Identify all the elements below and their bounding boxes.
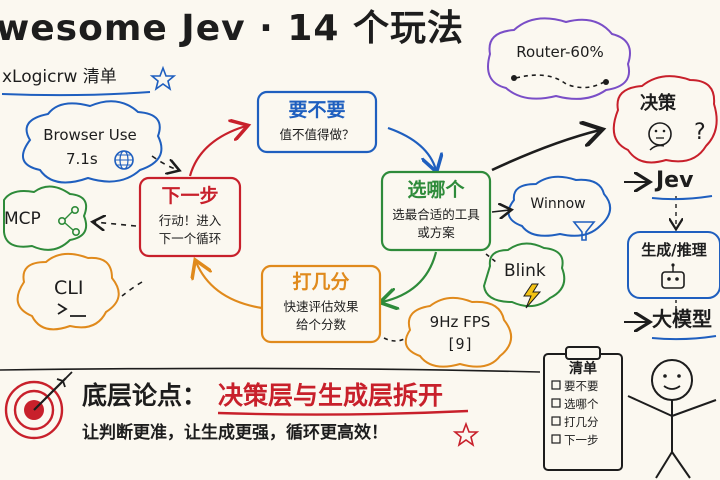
box-right-sub1: 选最合适的工具 — [392, 207, 480, 222]
clipboard-item: 下一步 — [564, 433, 599, 447]
network-icon — [57, 206, 81, 237]
funnel-icon — [572, 221, 596, 241]
connector-winnow — [491, 210, 510, 212]
arrow-left-to-top — [188, 126, 246, 177]
statement-underline — [217, 409, 469, 416]
cloud-decision-label: 决策 — [640, 93, 676, 114]
box-top-sub: 值不值得做？ — [279, 127, 355, 142]
cloud-fps-title: 9Hz FPS — [429, 313, 491, 331]
cloud-winnow-label: Winnow — [530, 196, 586, 212]
page-subtitle: xLogicrw 清单 — [2, 67, 117, 87]
clipboard-title: 清单 — [569, 361, 597, 377]
arrow-right-to-bottom — [382, 251, 438, 302]
connector-fps — [383, 337, 407, 342]
box-top-title: 要不要 — [288, 99, 346, 121]
connector-mcp — [94, 222, 137, 226]
terminal-icon — [57, 303, 86, 317]
cloud-router — [487, 17, 631, 100]
question-mark-icon: ? — [694, 120, 706, 145]
cloud-cli-label: CLI — [54, 277, 84, 299]
cloud-browser-time: 7.1s — [66, 150, 98, 168]
footer-star-icon — [452, 421, 480, 447]
page-title: wesome Jev · 14 个玩法 — [0, 8, 464, 49]
target-icon — [4, 371, 73, 440]
connector-cli — [121, 281, 143, 297]
cloud-browser — [21, 100, 163, 184]
connector-browser — [151, 155, 178, 170]
cloud-decision — [612, 75, 718, 164]
box-bottom-title: 打几分 — [292, 271, 350, 293]
cloud-blink — [482, 242, 566, 308]
footer-statement: 决策层与生成层拆开 — [218, 381, 444, 410]
cloud-mcp — [3, 185, 88, 251]
cloud-router-label: Router-60% — [516, 43, 604, 61]
footer-label: 底层论点： — [82, 381, 208, 410]
connector-blink — [485, 253, 497, 263]
box-left-sub2: 下一个循环 — [158, 231, 222, 246]
cloud-winnow — [507, 175, 611, 237]
box-right — [380, 170, 492, 252]
robot-icon — [661, 263, 685, 289]
footer-divider — [0, 367, 541, 373]
cloud-cli — [16, 252, 120, 331]
box-right-sub2: 或方案 — [417, 225, 455, 240]
clipboard-item: 选哪个 — [564, 397, 599, 411]
router-dashed-path — [515, 74, 605, 89]
box-bottom-sub2: 给个分数 — [295, 317, 347, 332]
star-icon — [149, 65, 177, 91]
arrow-top-to-right — [387, 126, 436, 170]
box-left-title: 下一步 — [161, 185, 219, 207]
subtitle-underline — [1, 91, 151, 97]
cloud-fps-value: [9] — [446, 335, 474, 353]
cloud-fps — [404, 296, 512, 368]
clipboard-icon — [543, 346, 623, 471]
box-bottom-sub1: 快速评估效果 — [283, 299, 359, 314]
cloud-mcp-label: MCP — [4, 209, 41, 229]
cloud-blink-label: Blink — [504, 261, 546, 281]
jev-label: Jev — [656, 168, 694, 193]
clipboard-item: 要不要 — [564, 379, 599, 393]
cloud-browser-title: Browser Use — [43, 126, 137, 144]
thinking-face-icon — [648, 122, 672, 151]
box-top — [256, 90, 378, 154]
globe-icon — [114, 150, 134, 170]
box-left-sub1: 行动！进入 — [158, 213, 222, 228]
stick-figure-icon — [627, 359, 717, 479]
clipboard-item: 打几分 — [564, 415, 599, 429]
connector-main — [491, 130, 600, 172]
footer-tagline: 让判断更准，让生成更强，循环更高效！ — [82, 423, 388, 443]
gen-label: 生成/推理 — [641, 241, 707, 259]
lightning-icon — [523, 283, 542, 309]
box-bottom — [260, 264, 382, 344]
arrow-bottom-to-left — [196, 262, 263, 310]
model-label: 大模型 — [652, 307, 712, 331]
model-underline — [651, 335, 717, 341]
box-right-title: 选哪个 — [407, 179, 465, 201]
box-left — [138, 176, 242, 258]
jev-underline — [651, 195, 713, 201]
